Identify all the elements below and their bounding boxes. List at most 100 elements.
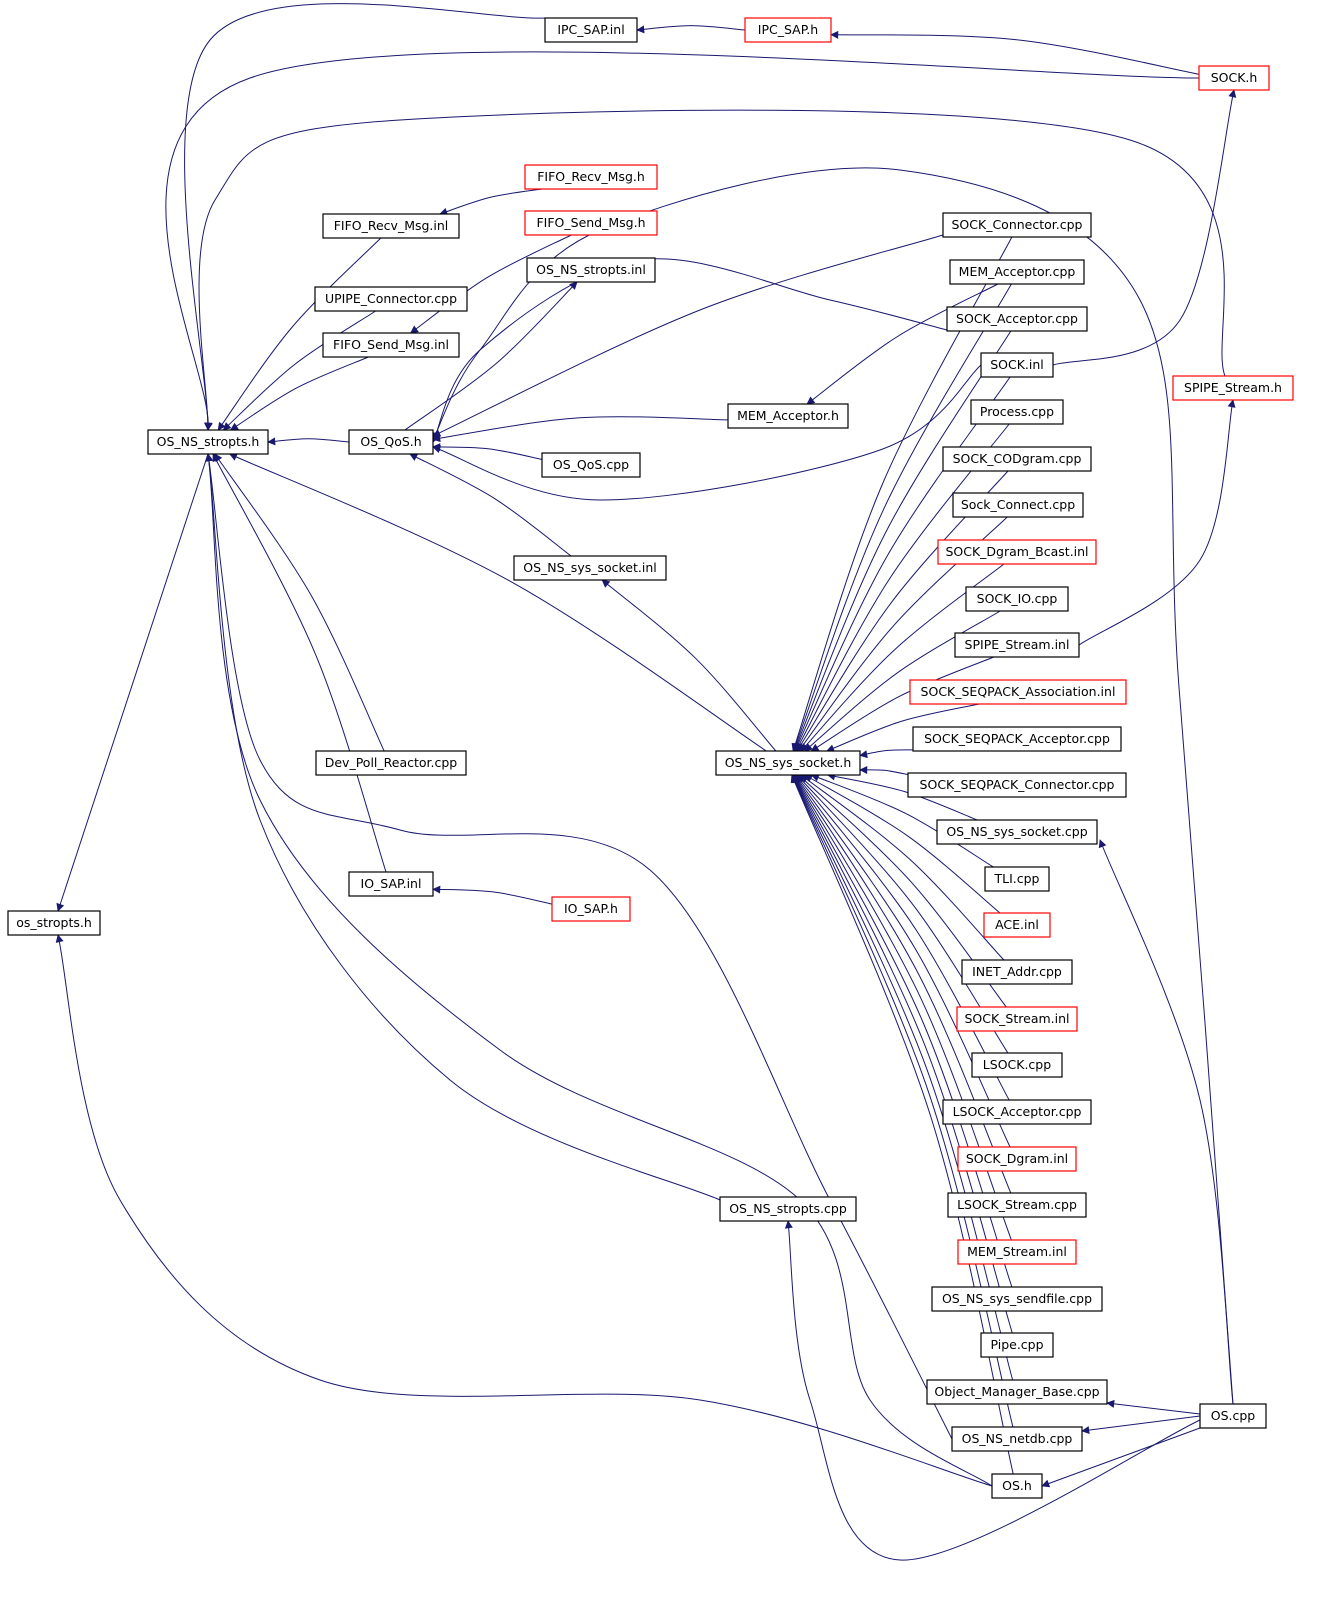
node-IPC_SAP_h[interactable]: IPC_SAP.h: [744, 17, 832, 43]
edge-OS_cpp-to-OS_h: [1041, 1427, 1201, 1488]
node-FIFO_Send_Msg_inl[interactable]: FIFO_Send_Msg.inl: [322, 332, 460, 358]
node-Process_cpp[interactable]: Process.cpp: [970, 399, 1064, 425]
node-OS_NS_sys_socket_inl[interactable]: OS_NS_sys_socket.inl: [513, 555, 667, 581]
node-SOCK_Stream_inl[interactable]: SOCK_Stream.inl: [956, 1006, 1078, 1032]
edge-OS_cpp-to-OS_NS_sys_socket_cpp: [1098, 839, 1234, 1405]
node-FIFO_Send_Msg_h[interactable]: FIFO_Send_Msg.h: [524, 210, 658, 236]
node-SPIPE_Stream_h[interactable]: SPIPE_Stream.h: [1172, 375, 1294, 401]
node-ACE_inl[interactable]: ACE.inl: [983, 912, 1051, 938]
node-box: [322, 332, 460, 358]
edge-SPIPE_Stream_h-to-OS_NS_stropts_h: [198, 109, 1226, 431]
node-OS_NS_sys_sendfile_cpp[interactable]: OS_NS_sys_sendfile.cpp: [931, 1286, 1103, 1312]
node-SOCK_Dgram_inl[interactable]: SOCK_Dgram.inl: [957, 1146, 1077, 1172]
node-box: [942, 1099, 1092, 1125]
node-SOCK_SEQPACK_Connector_cpp[interactable]: SOCK_SEQPACK_Connector.cpp: [907, 772, 1127, 798]
node-box: [984, 866, 1050, 892]
node-LSOCK_cpp[interactable]: LSOCK.cpp: [971, 1052, 1063, 1078]
edge-line: [432, 364, 982, 501]
edge-line: [432, 885, 553, 905]
node-UPIPE_Connector_cpp[interactable]: UPIPE_Connector.cpp: [314, 286, 468, 312]
node-OS_NS_sys_socket_cpp[interactable]: OS_NS_sys_socket.cpp: [936, 819, 1098, 845]
node-label: SOCK.h: [1211, 70, 1258, 85]
node-OS_QoS_h[interactable]: OS_QoS.h: [348, 429, 434, 455]
node-IPC_SAP_inl[interactable]: IPC_SAP.inl: [544, 17, 638, 43]
node-label: OS.h: [1002, 1478, 1032, 1493]
node-box: [348, 429, 434, 455]
node-box: [541, 452, 641, 478]
node-label: FIFO_Send_Msg.h: [536, 215, 645, 230]
node-MEM_Acceptor_h[interactable]: MEM_Acceptor.h: [727, 403, 849, 429]
edge-line: [165, 51, 1200, 431]
node-label: UPIPE_Connector.cpp: [325, 291, 457, 306]
node-SOCK_Acceptor_cpp[interactable]: SOCK_Acceptor.cpp: [946, 306, 1088, 332]
node-Pipe_cpp[interactable]: Pipe.cpp: [980, 1332, 1054, 1358]
node-SPIPE_Stream_inl[interactable]: SPIPE_Stream.inl: [954, 632, 1080, 658]
node-OS_NS_netdb_cpp[interactable]: OS_NS_netdb.cpp: [951, 1426, 1083, 1452]
node-MEM_Stream_inl[interactable]: MEM_Stream.inl: [957, 1239, 1077, 1265]
node-OS_NS_sys_socket_h[interactable]: OS_NS_sys_socket.h: [715, 750, 861, 776]
node-MEM_Acceptor_cpp[interactable]: MEM_Acceptor.cpp: [949, 259, 1085, 285]
edge-OS_NS_netdb_cpp-to-OS_NS_stropts_h: [205, 453, 953, 1440]
node-SOCK_SEQPACK_Acceptor_cpp[interactable]: SOCK_SEQPACK_Acceptor.cpp: [912, 726, 1122, 752]
edge-line: [55, 934, 993, 1487]
edge-OS_cpp-to-OS_NS_netdb_cpp: [1081, 1415, 1201, 1435]
node-label: ACE.inl: [995, 917, 1039, 932]
node-box: [544, 17, 638, 43]
node-label: INET_Addr.cpp: [972, 964, 1062, 979]
node-FIFO_Recv_Msg_inl[interactable]: FIFO_Recv_Msg.inl: [322, 213, 460, 239]
node-SOCK_IO_cpp[interactable]: SOCK_IO.cpp: [965, 586, 1069, 612]
node-FIFO_Recv_Msg_h[interactable]: FIFO_Recv_Msg.h: [524, 164, 658, 190]
edge-MEM_Acceptor_cpp-to-MEM_Acceptor_h: [806, 283, 999, 405]
edge-line: [1098, 839, 1234, 1405]
node-box: [524, 210, 658, 236]
edge-OS_NS_sys_socket_cpp-to-OS_NS_sys_socket_h: [827, 772, 978, 821]
edge-OS_NS_sys_sendfile_cpp-to-OS_NS_sys_socket_h: [792, 774, 1013, 1288]
node-OS_NS_stropts_inl[interactable]: OS_NS_stropts.inl: [526, 257, 656, 283]
edge-line: [792, 774, 1013, 1288]
node-label: SOCK_SEQPACK_Association.inl: [921, 684, 1116, 699]
edge-SOCK_SEQPACK_Connector_cpp-to-OS_NS_sys_socket_h: [859, 766, 909, 776]
node-SOCK_h[interactable]: SOCK.h: [1198, 65, 1270, 91]
edge-SOCK_Acceptor_cpp-to-OS_NS_sys_socket_h: [793, 330, 1012, 752]
node-box: [954, 632, 1080, 658]
node-OS_NS_stropts_h[interactable]: OS_NS_stropts.h: [147, 429, 269, 455]
edge-line: [806, 283, 999, 405]
node-box: [947, 1192, 1087, 1218]
node-label: SOCK_Connector.cpp: [952, 217, 1083, 232]
node-box: [957, 1239, 1077, 1265]
node-OS_h[interactable]: OS.h: [991, 1473, 1043, 1499]
node-box: [926, 1379, 1108, 1405]
node-box: [961, 959, 1073, 985]
node-LSOCK_Acceptor_cpp[interactable]: LSOCK_Acceptor.cpp: [942, 1099, 1092, 1125]
node-Sock_Connect_cpp[interactable]: Sock_Connect.cpp: [952, 492, 1084, 518]
node-SOCK_inl[interactable]: SOCK.inl: [980, 352, 1054, 378]
node-label: IO_SAP.h: [564, 901, 618, 916]
node-TLI_cpp[interactable]: TLI.cpp: [984, 866, 1050, 892]
node-label: SOCK_Stream.inl: [964, 1011, 1069, 1026]
edge-line: [791, 236, 1013, 752]
edge-line: [222, 310, 376, 431]
node-box: [951, 1426, 1083, 1452]
node-SOCK_Dgram_Bcast_inl[interactable]: SOCK_Dgram_Bcast.inl: [937, 539, 1097, 565]
node-Dev_Poll_Reactor_cpp[interactable]: Dev_Poll_Reactor.cpp: [315, 750, 467, 776]
node-OS_QoS_cpp[interactable]: OS_QoS.cpp: [541, 452, 641, 478]
node-LSOCK_Stream_cpp[interactable]: LSOCK_Stream.cpp: [947, 1192, 1087, 1218]
edge-IPC_SAP_inl-to-OS_NS_stropts_h: [184, 3, 546, 431]
node-OS_cpp[interactable]: OS.cpp: [1199, 1403, 1267, 1429]
node-IO_SAP_inl[interactable]: IO_SAP.inl: [348, 871, 434, 897]
node-label: OS_NS_sys_socket.h: [725, 755, 852, 770]
node-Object_Manager_Base_cpp[interactable]: Object_Manager_Base.cpp: [926, 1379, 1108, 1405]
node-box: [719, 1196, 857, 1222]
node-IO_SAP_h[interactable]: IO_SAP.h: [551, 896, 631, 922]
node-OS_NS_stropts_cpp[interactable]: OS_NS_stropts.cpp: [719, 1196, 857, 1222]
node-SOCK_Connector_cpp[interactable]: SOCK_Connector.cpp: [942, 212, 1092, 238]
node-label: OS_NS_sys_sendfile.cpp: [942, 1291, 1092, 1306]
node-box: [980, 1332, 1054, 1358]
edge-OS_QoS_h-to-OS_NS_stropts_inl: [404, 281, 578, 431]
edge-OS_NS_sys_socket_h-to-OS_NS_sys_socket_inl: [601, 579, 777, 752]
edge-line: [793, 774, 1012, 1241]
node-SOCK_CODgram_cpp[interactable]: SOCK_CODgram.cpp: [942, 446, 1092, 472]
node-SOCK_SEQPACK_Association_inl[interactable]: SOCK_SEQPACK_Association.inl: [909, 679, 1127, 705]
node-INET_Addr_cpp[interactable]: INET_Addr.cpp: [961, 959, 1073, 985]
node-label: OS_NS_sys_socket.inl: [523, 560, 657, 575]
